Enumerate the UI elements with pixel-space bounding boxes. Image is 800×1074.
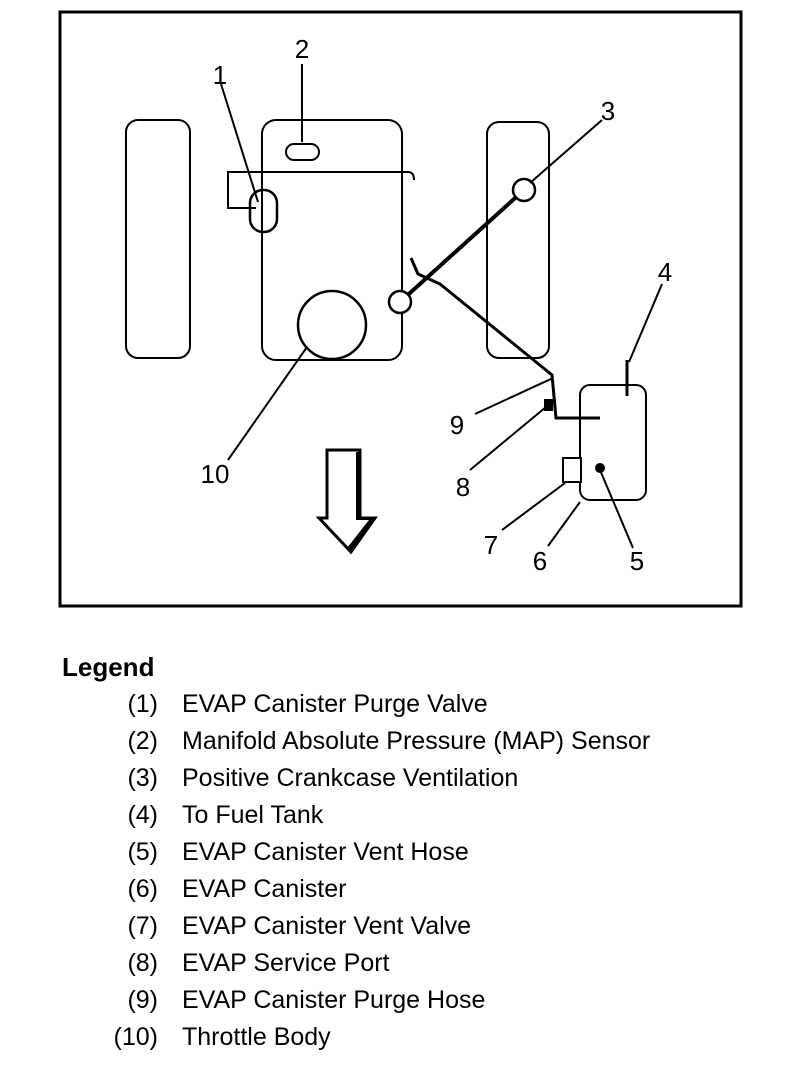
evap-canister	[579, 384, 647, 501]
callout-1: 1	[213, 60, 227, 90]
legend-item-label: Throttle Body	[182, 1023, 331, 1051]
purge-valve	[248, 188, 279, 234]
legend-item-label: EVAP Canister Vent Hose	[182, 838, 469, 866]
legend-item-number: (7)	[127, 912, 158, 940]
callout-5: 5	[630, 546, 644, 576]
vent-valve	[562, 457, 582, 483]
front-direction-arrow-shadow	[347, 452, 375, 552]
callout-2: 2	[295, 34, 309, 64]
callout-4: 4	[658, 257, 672, 287]
leader-line-4	[628, 283, 663, 363]
legend-list: (1) EVAP Canister Purge Valve (2) Manifo…	[0, 690, 800, 1060]
legend-item: (8) EVAP Service Port	[0, 949, 800, 986]
legend-item: (4) To Fuel Tank	[0, 801, 800, 838]
pcv-port-valve	[511, 177, 537, 203]
legend-item: (2) Manifold Absolute Pressure (MAP) Sen…	[0, 727, 800, 764]
legend-item-number: (8)	[127, 949, 158, 977]
legend-item-label: EVAP Canister Purge Hose	[182, 986, 486, 1014]
callout-8: 8	[456, 472, 470, 502]
legend-item-number: (4)	[127, 801, 158, 829]
front-direction-arrow	[315, 448, 378, 555]
legend-item-label: EVAP Canister Purge Valve	[182, 690, 488, 718]
legend-item-number: (1)	[127, 690, 158, 718]
pcv-tube	[398, 188, 526, 304]
legend-item: (7) EVAP Canister Vent Valve	[0, 912, 800, 949]
left-cylinder-bank	[125, 119, 191, 359]
legend-item-label: EVAP Canister	[182, 875, 347, 903]
legend-item-number: (2)	[127, 727, 158, 755]
legend-item-number: (9)	[127, 986, 158, 1014]
callout-9: 9	[450, 410, 464, 440]
legend-title: Legend	[62, 652, 155, 682]
leader-line-6	[547, 501, 581, 547]
legend: Legend (1) EVAP Canister Purge Valve (2)…	[0, 640, 800, 1070]
leader-line-1	[220, 83, 259, 203]
legend-item: (3) Positive Crankcase Ventilation	[0, 764, 800, 801]
leader-line-5	[599, 469, 634, 549]
intake-manifold	[261, 119, 403, 361]
vent-hose-fitting	[595, 463, 605, 473]
callout-7: 7	[484, 530, 498, 560]
evap-system-diagram: 1 2 3 4 5 6 7 8 9 10	[58, 10, 743, 608]
legend-item-number: (6)	[127, 875, 158, 903]
leader-line-7	[501, 482, 566, 531]
purge-valve-bracket	[227, 171, 415, 209]
map-sensor	[285, 143, 320, 161]
legend-item: (6) EVAP Canister	[0, 875, 800, 912]
legend-item-label: EVAP Service Port	[182, 949, 390, 977]
legend-item: (10) Throttle Body	[0, 1023, 800, 1060]
legend-item-number: (3)	[127, 764, 158, 792]
diagram-frame	[58, 10, 743, 608]
leader-line-3	[529, 119, 603, 184]
legend-item: (9) EVAP Canister Purge Hose	[0, 986, 800, 1023]
legend-item: (1) EVAP Canister Purge Valve	[0, 690, 800, 727]
callout-10: 10	[201, 459, 230, 489]
callout-6: 6	[533, 546, 547, 576]
legend-item-label: Manifold Absolute Pressure (MAP) Sensor	[182, 727, 651, 755]
throttle-body	[296, 289, 368, 361]
legend-item-label: Positive Crankcase Ventilation	[182, 764, 519, 792]
right-cylinder-bank	[486, 121, 550, 359]
legend-item-number: (5)	[127, 838, 158, 866]
purge-hose	[409, 257, 600, 420]
legend-item-label: EVAP Canister Vent Valve	[182, 912, 472, 940]
legend-item-label: To Fuel Tank	[182, 801, 324, 829]
leader-line-9	[474, 377, 554, 415]
callout-3: 3	[601, 96, 615, 126]
legend-item: (5) EVAP Canister Vent Hose	[0, 838, 800, 875]
pcv-port-manifold	[387, 289, 413, 315]
leader-line-8	[469, 406, 547, 471]
leader-line-10	[227, 346, 308, 461]
service-port	[544, 399, 553, 411]
legend-item-number: (10)	[113, 1023, 158, 1051]
